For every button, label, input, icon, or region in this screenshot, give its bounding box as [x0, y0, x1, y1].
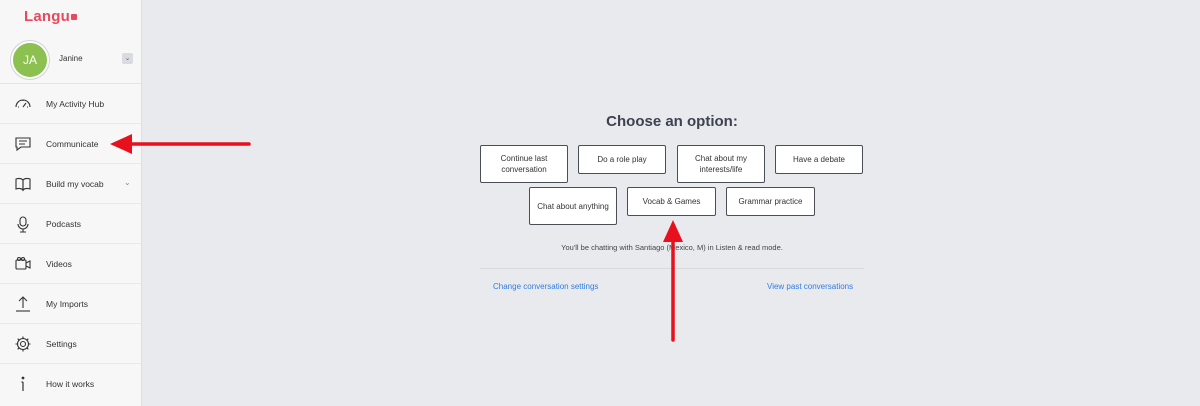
chevron-down-icon[interactable]: ⌄ — [122, 53, 133, 64]
sidebar-item-label: Podcasts — [46, 219, 81, 229]
user-profile[interactable]: JA Janine ⌄ — [0, 38, 141, 84]
book-icon — [15, 177, 31, 192]
sidebar-item-podcasts[interactable]: Podcasts — [0, 204, 141, 244]
conversation-info: You'll be chatting with Santiago (Mexico… — [561, 243, 783, 252]
view-past-conversations-link[interactable]: View past conversations — [767, 282, 854, 291]
app-logo[interactable]: Langu — [24, 8, 77, 25]
sidebar-item-label: Communicate — [46, 139, 99, 149]
gear-icon — [15, 336, 31, 352]
sidebar-item-label: My Imports — [46, 299, 89, 309]
sidebar-item-settings[interactable]: Settings — [0, 324, 141, 364]
avatar: JA — [11, 41, 49, 79]
option-grammar-practice[interactable]: Grammar practice — [726, 187, 815, 216]
change-conversation-settings-link[interactable]: Change conversation settings — [493, 282, 599, 291]
video-camera-icon — [15, 256, 31, 270]
option-vocab-and-games[interactable]: Vocab & Games — [627, 187, 716, 216]
sidebar-item-build-my-vocab[interactable]: Build my vocab ⌄ — [0, 164, 141, 204]
option-chat-about-interests[interactable]: Chat about my interests/life — [677, 145, 765, 183]
option-chat-about-anything[interactable]: Chat about anything — [529, 187, 617, 225]
microphone-icon — [17, 216, 29, 233]
page-title: Choose an option: — [606, 113, 738, 130]
sidebar-item-activity-hub[interactable]: My Activity Hub — [0, 84, 141, 124]
option-continue-last-conversation[interactable]: Continue last conversation — [480, 145, 568, 183]
sidebar-item-label: Settings — [46, 339, 77, 349]
option-have-a-debate[interactable]: Have a debate — [775, 145, 863, 174]
sidebar-item-how-it-works[interactable]: How it works — [0, 364, 141, 404]
sidebar-item-label: How it works — [46, 379, 95, 389]
sidebar-item-label: My Activity Hub — [46, 99, 105, 109]
dashboard-gauge-icon — [15, 99, 31, 108]
upload-icon — [16, 296, 30, 312]
info-icon — [21, 376, 25, 391]
sidebar: Langu JA Janine ⌄ My Activity Hub Commun… — [0, 0, 142, 406]
chevron-down-icon[interactable]: ⌄ — [124, 178, 131, 187]
divider — [480, 268, 864, 269]
user-name: Janine — [59, 54, 83, 63]
logo-mark-icon — [71, 14, 77, 20]
sidebar-item-communicate[interactable]: Communicate — [0, 124, 141, 164]
sidebar-item-label: Videos — [46, 259, 72, 269]
sidebar-item-my-imports[interactable]: My Imports — [0, 284, 141, 324]
chat-bubble-icon — [15, 137, 31, 152]
annotation-arrow-up — [663, 220, 683, 342]
logo-text: Langu — [24, 8, 70, 25]
sidebar-item-label: Build my vocab — [46, 179, 104, 189]
option-do-a-role-play[interactable]: Do a role play — [578, 145, 666, 174]
sidebar-item-videos[interactable]: Videos — [0, 244, 141, 284]
